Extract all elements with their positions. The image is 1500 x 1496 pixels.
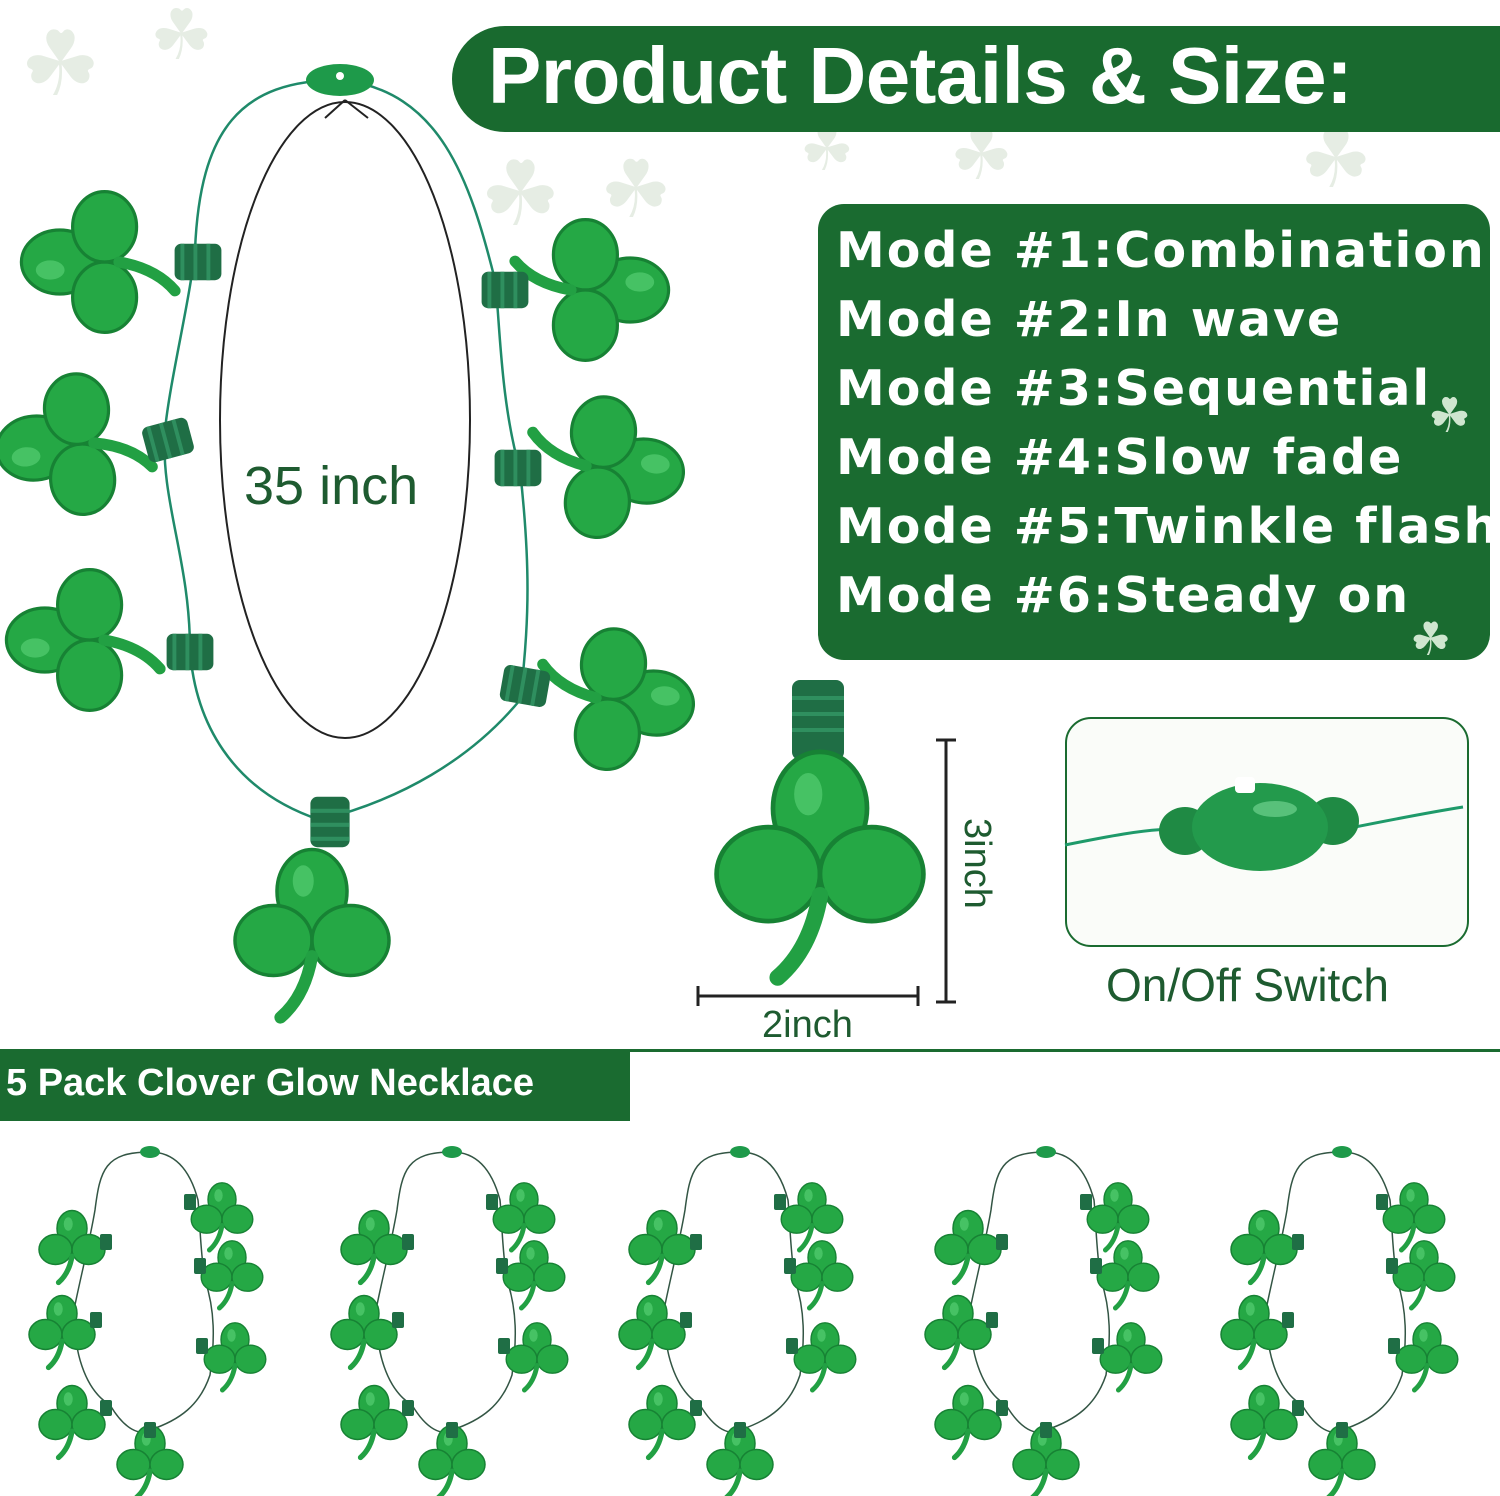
bulb-socket-icon bbox=[138, 414, 198, 466]
clover-pendant bbox=[6, 570, 160, 711]
mode-item: Mode #3:Sequential bbox=[836, 360, 1432, 417]
clover-pendant bbox=[524, 391, 689, 545]
title-banner bbox=[452, 26, 1500, 132]
section-divider bbox=[0, 1049, 1500, 1052]
mini-necklace-2 bbox=[331, 1146, 568, 1496]
background-clover-icon: ☘ bbox=[20, 15, 101, 115]
pendant-dimension-diagram bbox=[696, 680, 956, 1006]
main-necklace bbox=[0, 64, 720, 1040]
necklace-switch-icon bbox=[306, 64, 374, 96]
mini-necklace-1 bbox=[29, 1146, 266, 1496]
bulb-socket-icon bbox=[164, 631, 216, 673]
pack-necklaces bbox=[0, 1130, 1500, 1496]
clover-pendant bbox=[0, 368, 156, 522]
mode-item: Mode #1:Combination bbox=[836, 222, 1486, 279]
bulb-socket-icon bbox=[492, 447, 544, 489]
pack-label: 5 Pack Clover Glow Necklace bbox=[6, 1062, 535, 1104]
mode-item: Mode #6:Steady on bbox=[836, 567, 1411, 624]
mode-item: Mode #4:Slow fade bbox=[836, 429, 1404, 486]
pendant-height-label: 3inch bbox=[956, 818, 998, 909]
background-clover-icon: ☘ bbox=[150, 0, 213, 74]
bulb-socket-icon bbox=[479, 269, 531, 311]
panel-clover-icon: ☘ bbox=[1410, 613, 1452, 665]
bulb-socket-icon bbox=[792, 680, 844, 760]
modes-panel bbox=[818, 204, 1490, 660]
necklace-wire bbox=[163, 78, 529, 822]
switch-caption: On/Off Switch bbox=[1106, 959, 1389, 1011]
necklace-length-label: 35 inch bbox=[244, 456, 419, 516]
mini-necklace-4 bbox=[925, 1146, 1162, 1496]
clover-pendant bbox=[21, 192, 175, 333]
length-measure-ellipse bbox=[219, 101, 471, 739]
mode-item: Mode #5:Twinkle flash bbox=[836, 498, 1500, 555]
bulb-socket-icon bbox=[172, 241, 224, 283]
bulb-socket-icon bbox=[310, 797, 349, 847]
clover-pendant bbox=[515, 220, 669, 361]
background-clover-icon: ☘ bbox=[600, 145, 672, 234]
mini-necklace-5 bbox=[1221, 1146, 1458, 1496]
clover-pendant bbox=[534, 623, 699, 777]
switch-icon bbox=[1064, 777, 1464, 871]
clover-pendant bbox=[717, 752, 924, 978]
background-clover-icon: ☘ bbox=[1300, 115, 1372, 204]
background-clover-icon: ☘ bbox=[480, 145, 561, 245]
mode-item: Mode #2:In wave bbox=[836, 291, 1343, 348]
panel-clover-icon: ☘ bbox=[1428, 390, 1472, 443]
pack-banner bbox=[0, 1049, 630, 1121]
page-title: Product Details & Size: bbox=[488, 31, 1353, 120]
clover-pendant bbox=[235, 850, 389, 1018]
pendant-width-label: 2inch bbox=[762, 1004, 853, 1046]
mini-necklace-3 bbox=[619, 1146, 856, 1496]
